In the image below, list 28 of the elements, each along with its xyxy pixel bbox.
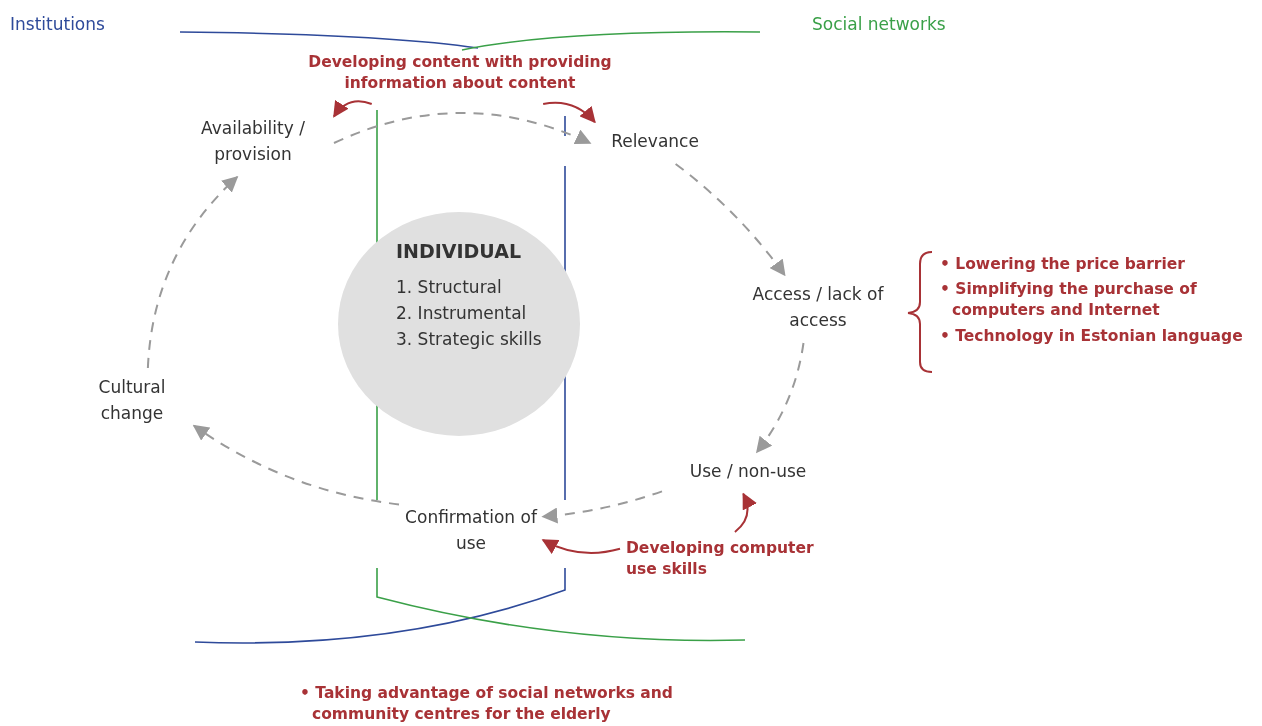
stage-label: Availability / provision — [178, 115, 328, 171]
list-item: 3. Strategic skills — [396, 328, 543, 351]
list-item: 2. Instrumental — [396, 302, 528, 325]
stage-label: Cultural change — [76, 374, 188, 430]
arrow — [674, 163, 786, 277]
stage-label: Relevance — [596, 128, 714, 158]
arrow — [333, 112, 592, 145]
bullet-text: • Technology in Estonian language — [940, 326, 1244, 347]
action-text: Developing computer use skills — [626, 538, 831, 584]
region-label: Institutions — [10, 14, 105, 34]
arrow — [541, 539, 621, 554]
arrow — [541, 490, 663, 524]
region-label: Social networks — [812, 14, 946, 34]
stage-label: Confirmation of use — [405, 504, 537, 560]
list-item: 1. Structural — [396, 276, 503, 299]
arrow — [192, 424, 400, 506]
heading: INDIVIDUAL — [396, 239, 522, 264]
action-text: Developing content with providing information about content — [280, 52, 640, 98]
bullet-text: • Lowering the price barrier — [940, 254, 1186, 275]
arrow — [542, 101, 596, 124]
arrow — [333, 100, 373, 118]
arrow — [146, 175, 239, 369]
stage-label: Use / non-use — [668, 458, 828, 488]
arrow — [755, 342, 805, 454]
arrow — [733, 492, 757, 533]
stage-label: Access / lack of access — [748, 281, 888, 337]
bullet-text: • Taking advantage of social networks and community centres for the elderly — [300, 683, 674, 725]
bullet-text: • Simplifying the purchase of computers and Internet — [940, 279, 1198, 321]
